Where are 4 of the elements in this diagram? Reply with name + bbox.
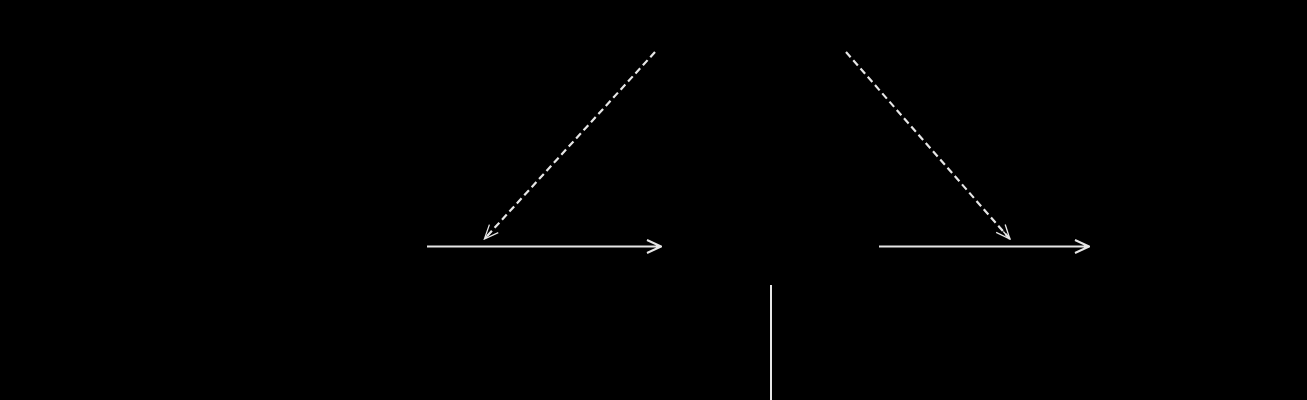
arrow: [427, 239, 662, 254]
arrow: [879, 239, 1090, 254]
dashed-arrow: [483, 51, 656, 240]
dashed-arrow: [845, 51, 1011, 240]
